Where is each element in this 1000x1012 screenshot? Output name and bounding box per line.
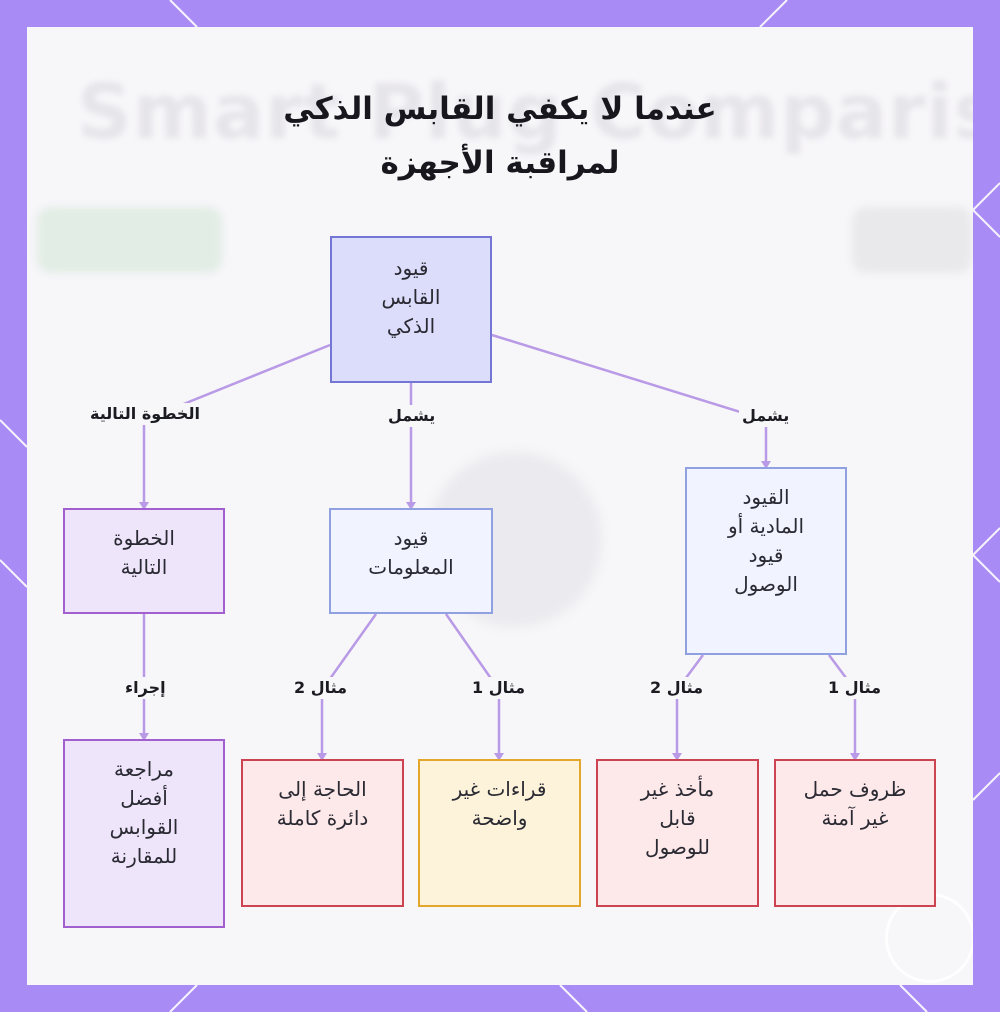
arrowhead xyxy=(850,753,860,761)
edge-label-example2-physical: مثال 2 xyxy=(647,677,707,699)
background-blur-shape xyxy=(852,207,972,273)
edge-physical-example1 xyxy=(827,654,857,759)
arrowhead xyxy=(139,733,149,741)
edge-physical-example2 xyxy=(675,654,705,759)
node-inaccessible-outlet: مأخذ غير قابل للوصول xyxy=(596,759,759,907)
edge-label-example2-info: مثال 2 xyxy=(291,677,351,699)
node-next-step: الخطوة التالية xyxy=(63,508,225,614)
edge-root-next-step xyxy=(142,343,331,508)
title-line-2: لمراقبة الأجهزة xyxy=(380,145,620,181)
arrowhead xyxy=(761,461,771,469)
arrowhead xyxy=(317,753,327,761)
node-smart-plug-limits: قيود القابس الذكي xyxy=(330,236,492,383)
edge-label-includes-physical: يشمل xyxy=(739,405,793,427)
arrowhead xyxy=(139,502,149,510)
edge-root-physical xyxy=(491,333,768,467)
node-unsafe-load: ظروف حمل غير آمنة xyxy=(774,759,936,907)
edge-label-example1-info: مثال 1 xyxy=(469,677,529,699)
diagram-title: عندما لا يكفي القابس الذكي لمراقبة الأجه… xyxy=(180,82,820,190)
edge-label-example1-physical: مثال 1 xyxy=(825,677,885,699)
node-unclear-readings: قراءات غير واضحة xyxy=(418,759,581,907)
arrowhead xyxy=(672,753,682,761)
edge-label-action: إجراء xyxy=(122,677,169,699)
title-line-1: عندما لا يكفي القابس الذكي xyxy=(283,91,717,127)
node-needs-full-circuit: الحاجة إلى دائرة كاملة xyxy=(241,759,404,907)
node-information-limits: قيود المعلومات xyxy=(329,508,493,614)
node-review-best-plugs: مراجعة أفضل القوابس للمقارنة xyxy=(63,739,225,928)
background-watermark: Smart Plug Comparison xyxy=(77,67,973,156)
node-physical-access-limits: القيود المادية أو قيود الوصول xyxy=(685,467,847,655)
arrowhead xyxy=(406,502,416,510)
edge-label-includes-info: يشمل xyxy=(385,405,439,427)
background-blur-shape xyxy=(37,207,222,273)
arrowhead xyxy=(494,753,504,761)
edge-label-next-step: الخطوة التالية xyxy=(87,403,203,425)
